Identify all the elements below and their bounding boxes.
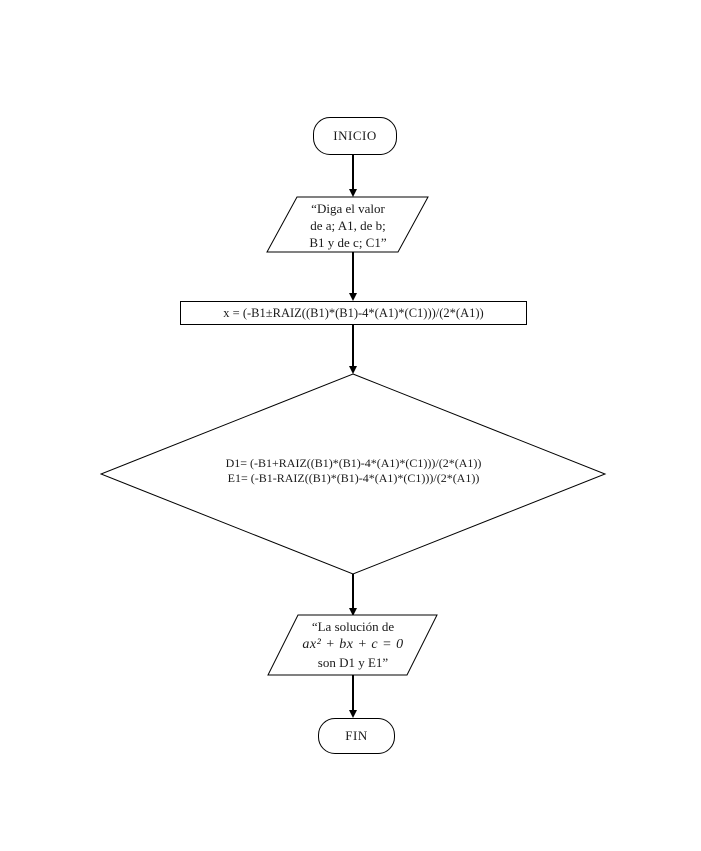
terminator-end: FIN: [318, 718, 395, 754]
io-input-line: “Diga el valor: [311, 201, 385, 216]
decision-text: D1= (-B1+RAIZ((B1)*(B1)-4*(A1)*(C1)))/(2…: [100, 456, 607, 486]
arrow-decision-to-output-line: [352, 574, 354, 608]
decision-line: E1= (-B1-RAIZ((B1)*(B1)-4*(A1)*(C1)))/(2…: [227, 471, 480, 485]
decision-line: D1= (-B1+RAIZ((B1)*(B1)-4*(A1)*(C1)))/(2…: [225, 456, 482, 470]
start-label: INICIO: [333, 128, 377, 143]
arrow-input-to-process-head: [349, 293, 357, 301]
io-input-shape: [266, 196, 429, 253]
arrow-output-to-end-line: [352, 675, 354, 710]
io-input-line: B1 y de c; C1”: [309, 235, 387, 250]
arrow-decision-to-output-head: [349, 608, 357, 616]
arrow-output-to-end-head: [349, 710, 357, 718]
io-output-shape: [267, 614, 438, 676]
io-input-line: de a; A1, de b;: [310, 218, 386, 233]
io-output-line: son D1 y E1”: [317, 655, 389, 670]
arrow-start-to-input-head: [349, 189, 357, 197]
io-output-line: “La solución de: [311, 619, 395, 634]
parallelogram-outline: [266, 196, 429, 253]
process-text: x = (-B1±RAIZ((B1)*(B1)-4*(A1)*(C1)))/(2…: [223, 305, 484, 320]
io-output-formula: ax² + bx + c = 0: [302, 637, 404, 652]
io-input-text: “Diga el valor de a; A1, de b; B1 y de c…: [266, 200, 430, 251]
arrow-input-to-process-line: [352, 252, 354, 293]
parallelogram-outline: [267, 614, 438, 676]
arrow-process-to-decision-line: [352, 325, 354, 366]
arrow-process-to-decision-head: [349, 366, 357, 374]
io-output-text: “La solución de ax² + bx + c = 0 son D1 …: [267, 618, 439, 671]
process-box: x = (-B1±RAIZ((B1)*(B1)-4*(A1)*(C1)))/(2…: [180, 301, 527, 325]
arrow-start-to-input-line: [352, 155, 354, 189]
end-label: FIN: [345, 728, 368, 743]
terminator-start: INICIO: [313, 117, 397, 155]
